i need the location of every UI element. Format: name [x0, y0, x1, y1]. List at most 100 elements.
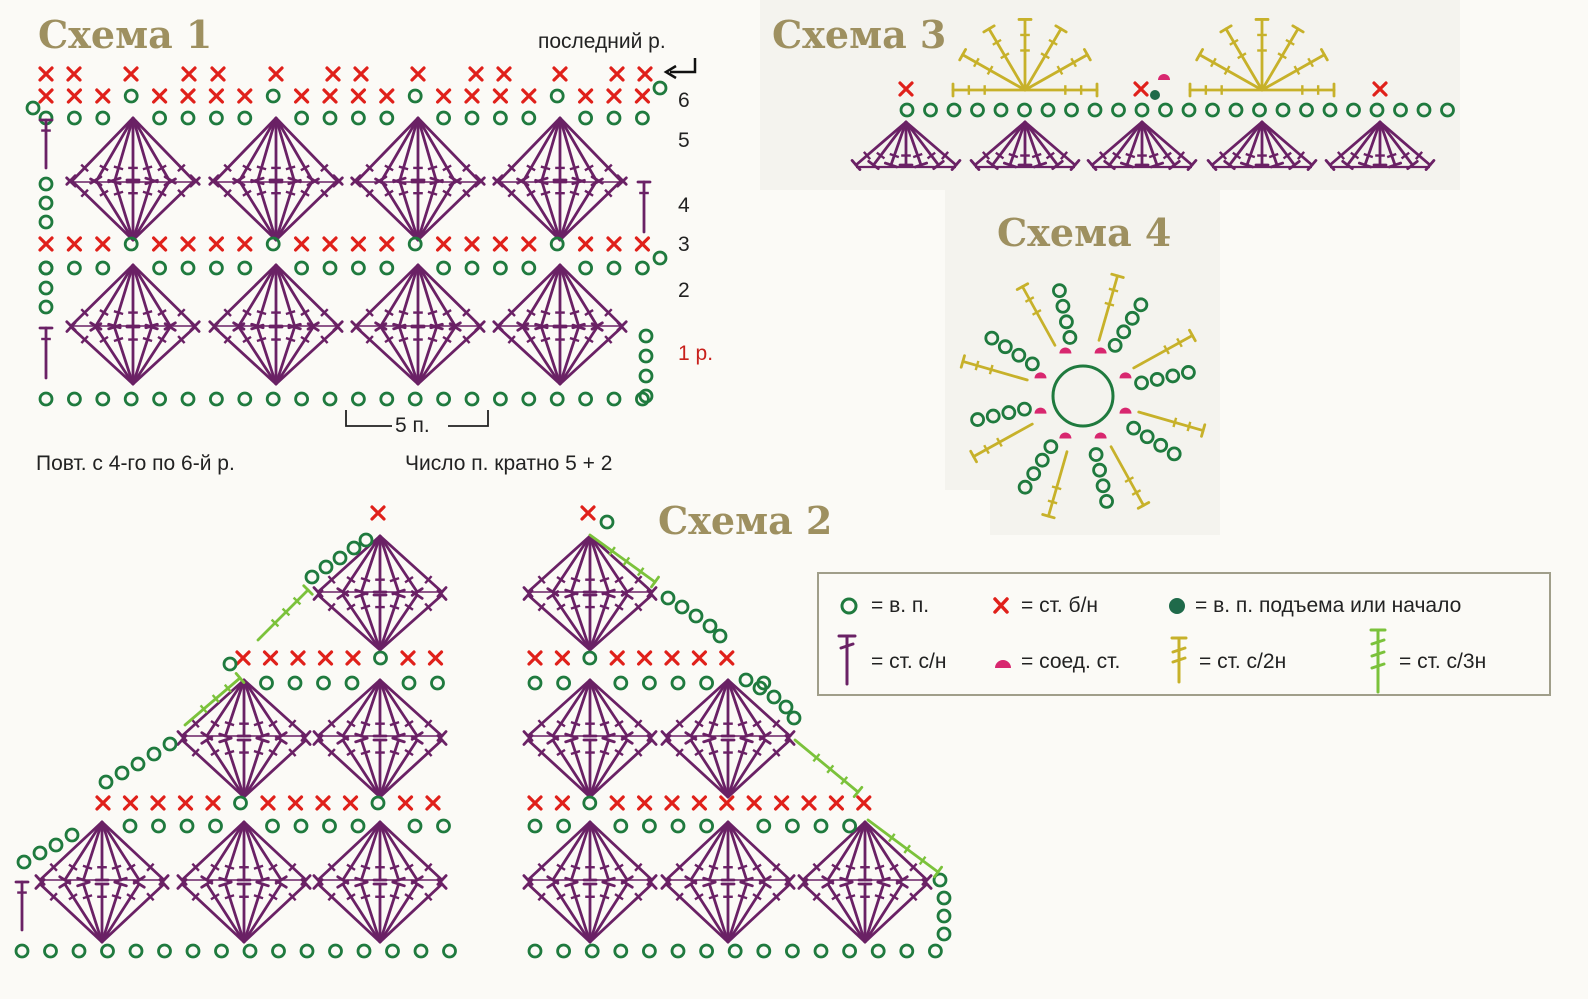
chain-stitch	[322, 818, 337, 834]
dc-stitch	[726, 880, 754, 944]
chain-stitch	[1107, 337, 1123, 353]
chain-stitch	[932, 872, 948, 888]
chain-stitch	[699, 818, 714, 834]
chain-stitch	[95, 110, 111, 126]
dc-stitch	[546, 678, 592, 741]
sc-stitch	[205, 795, 221, 811]
dc-stitch	[1223, 120, 1264, 171]
chain-stitch	[346, 540, 362, 556]
dc-stitch	[582, 738, 598, 799]
sc-stitch	[66, 66, 82, 82]
dc-stitch	[986, 120, 1027, 171]
legend-turning-text: = в. п. подъема или начало	[1195, 594, 1462, 617]
sc-stitch	[122, 795, 139, 811]
row-number-2: 2	[678, 279, 690, 302]
chain-stitch	[38, 195, 54, 211]
chain-stitch	[95, 391, 111, 407]
chain-stitch	[316, 675, 331, 691]
chain-stitch	[185, 943, 201, 959]
chain-stitch	[1126, 420, 1142, 436]
chain-stitch	[179, 818, 195, 834]
sc-stitch	[637, 795, 653, 811]
row-number-1: 1 р.	[678, 342, 714, 365]
chain-stitch	[899, 102, 915, 118]
dc-stitch	[726, 736, 754, 799]
chain-stitch	[152, 260, 168, 276]
dc-stitch	[558, 175, 604, 242]
row-number-4: 4	[678, 194, 690, 217]
sc-stitch	[353, 66, 369, 82]
hdc-stitch	[969, 422, 1034, 464]
chain-stitch	[1087, 102, 1103, 118]
slip-stitch-icon	[995, 660, 1011, 668]
dc-stitch	[558, 322, 604, 386]
chain-stitch	[642, 943, 657, 959]
chain-stitch	[328, 943, 343, 959]
chain-stitch	[1205, 102, 1220, 118]
sc-stitch	[746, 795, 762, 811]
dc-stitch	[821, 879, 867, 944]
scheme-2-title: Схема 2	[658, 498, 833, 543]
chain-stitch	[332, 550, 348, 566]
chain-stitch	[114, 765, 130, 781]
chain-stitch	[521, 391, 537, 407]
dc-stitch	[416, 263, 462, 331]
sc-stitch	[38, 236, 54, 252]
chain-stitch	[1416, 102, 1432, 118]
hdc-stitch	[982, 24, 1027, 92]
sc-stitch	[634, 236, 650, 252]
chain-stitch	[582, 795, 598, 811]
chain-stitch	[652, 250, 668, 266]
chain-stitch	[1153, 437, 1169, 453]
dc-stitch	[131, 263, 177, 331]
chain-stitch	[271, 943, 286, 959]
chain-stitch	[578, 110, 593, 126]
sc-stitch	[66, 236, 82, 252]
chain-stitch	[259, 675, 274, 691]
slip-stitch	[1094, 347, 1107, 354]
chain-stitch	[652, 80, 668, 96]
scheme-1-diagram	[25, 58, 697, 427]
chain-stitch	[436, 110, 452, 126]
hdc-stitch	[1017, 18, 1033, 92]
chain-stitch	[38, 391, 54, 407]
dc-stitch	[200, 879, 246, 944]
dc-stitch	[1254, 120, 1270, 167]
chain-stitch	[98, 774, 114, 790]
slip-stitch	[1119, 372, 1132, 379]
chain-stitch	[265, 236, 281, 252]
dc-stitch	[38, 326, 54, 380]
sc-stitch	[152, 88, 168, 104]
sc-stitch	[1133, 81, 1149, 97]
chain-stitch	[287, 675, 303, 691]
dc-stitch	[726, 735, 772, 799]
chain-stitch	[785, 818, 800, 834]
chain-stitch	[407, 818, 423, 834]
sc-stitch	[609, 795, 625, 811]
hdc-stitch	[1109, 445, 1151, 510]
sc-stitch	[325, 66, 341, 82]
chain-stitch	[38, 260, 54, 276]
chain-stitch	[549, 236, 565, 252]
sc-stitch	[801, 795, 817, 811]
chain-stitch	[1158, 102, 1173, 118]
chain-stitch	[688, 608, 704, 624]
slip-stitch	[1034, 407, 1047, 414]
dc-stitch	[38, 118, 54, 170]
chain-stitch	[1095, 478, 1111, 494]
chain-stitch	[635, 110, 650, 126]
dc-stitch	[867, 120, 908, 171]
sc-stitch	[691, 795, 707, 811]
sc-stitch	[606, 88, 622, 104]
chain-stitch	[985, 408, 1001, 424]
chain-stitch	[180, 260, 196, 276]
dc-stitch	[546, 735, 592, 799]
chain-stitch	[67, 110, 82, 126]
sc-stitch	[237, 88, 253, 104]
chain-stitch	[778, 699, 794, 715]
chain-stitch	[1040, 102, 1056, 118]
chain-stitch	[358, 532, 374, 548]
dc-stitch	[702, 736, 730, 799]
legend-slip-text: = соед. ст.	[1021, 650, 1121, 673]
